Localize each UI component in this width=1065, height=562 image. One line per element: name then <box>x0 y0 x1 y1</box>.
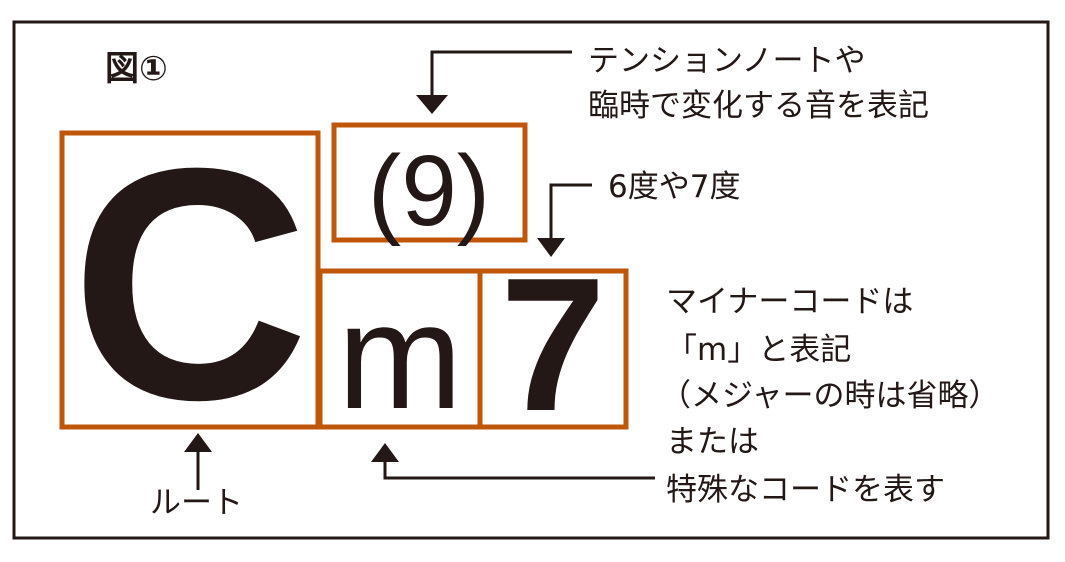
quality-note-line: または <box>666 424 759 460</box>
tension-note-line1: テンションノートや <box>588 43 865 79</box>
tension-number: (9) <box>368 135 490 247</box>
quality-note-line: 特殊なコードを表す <box>666 472 945 508</box>
frame-border <box>12 20 1050 540</box>
quality-note-line: 「m」と表記 <box>666 332 851 368</box>
seventh-arrow-line <box>549 183 592 240</box>
tension-arrow-line <box>430 50 572 96</box>
seventh-number: 7 <box>500 239 606 451</box>
seventh-box <box>477 268 629 430</box>
arrow-up-icon <box>371 443 399 462</box>
tension-box <box>331 122 528 243</box>
root-note: ルート <box>150 485 243 521</box>
arrow-up-icon <box>184 433 212 452</box>
quality-arrow-line <box>383 460 655 480</box>
seventh-note: 6度や7度 <box>608 169 740 205</box>
quality-note-line: マイナーコードは <box>666 284 913 320</box>
arrow-down-icon <box>416 95 448 114</box>
tension-note-line2: 臨時で変化する音を表記 <box>588 88 929 124</box>
figure-label: 図① <box>105 49 168 89</box>
root-letter: C <box>71 99 309 468</box>
arrow-down-icon <box>537 238 565 257</box>
quality-note-line: （メジャーの時は省略） <box>660 378 999 414</box>
quality-letter: m <box>338 272 463 440</box>
